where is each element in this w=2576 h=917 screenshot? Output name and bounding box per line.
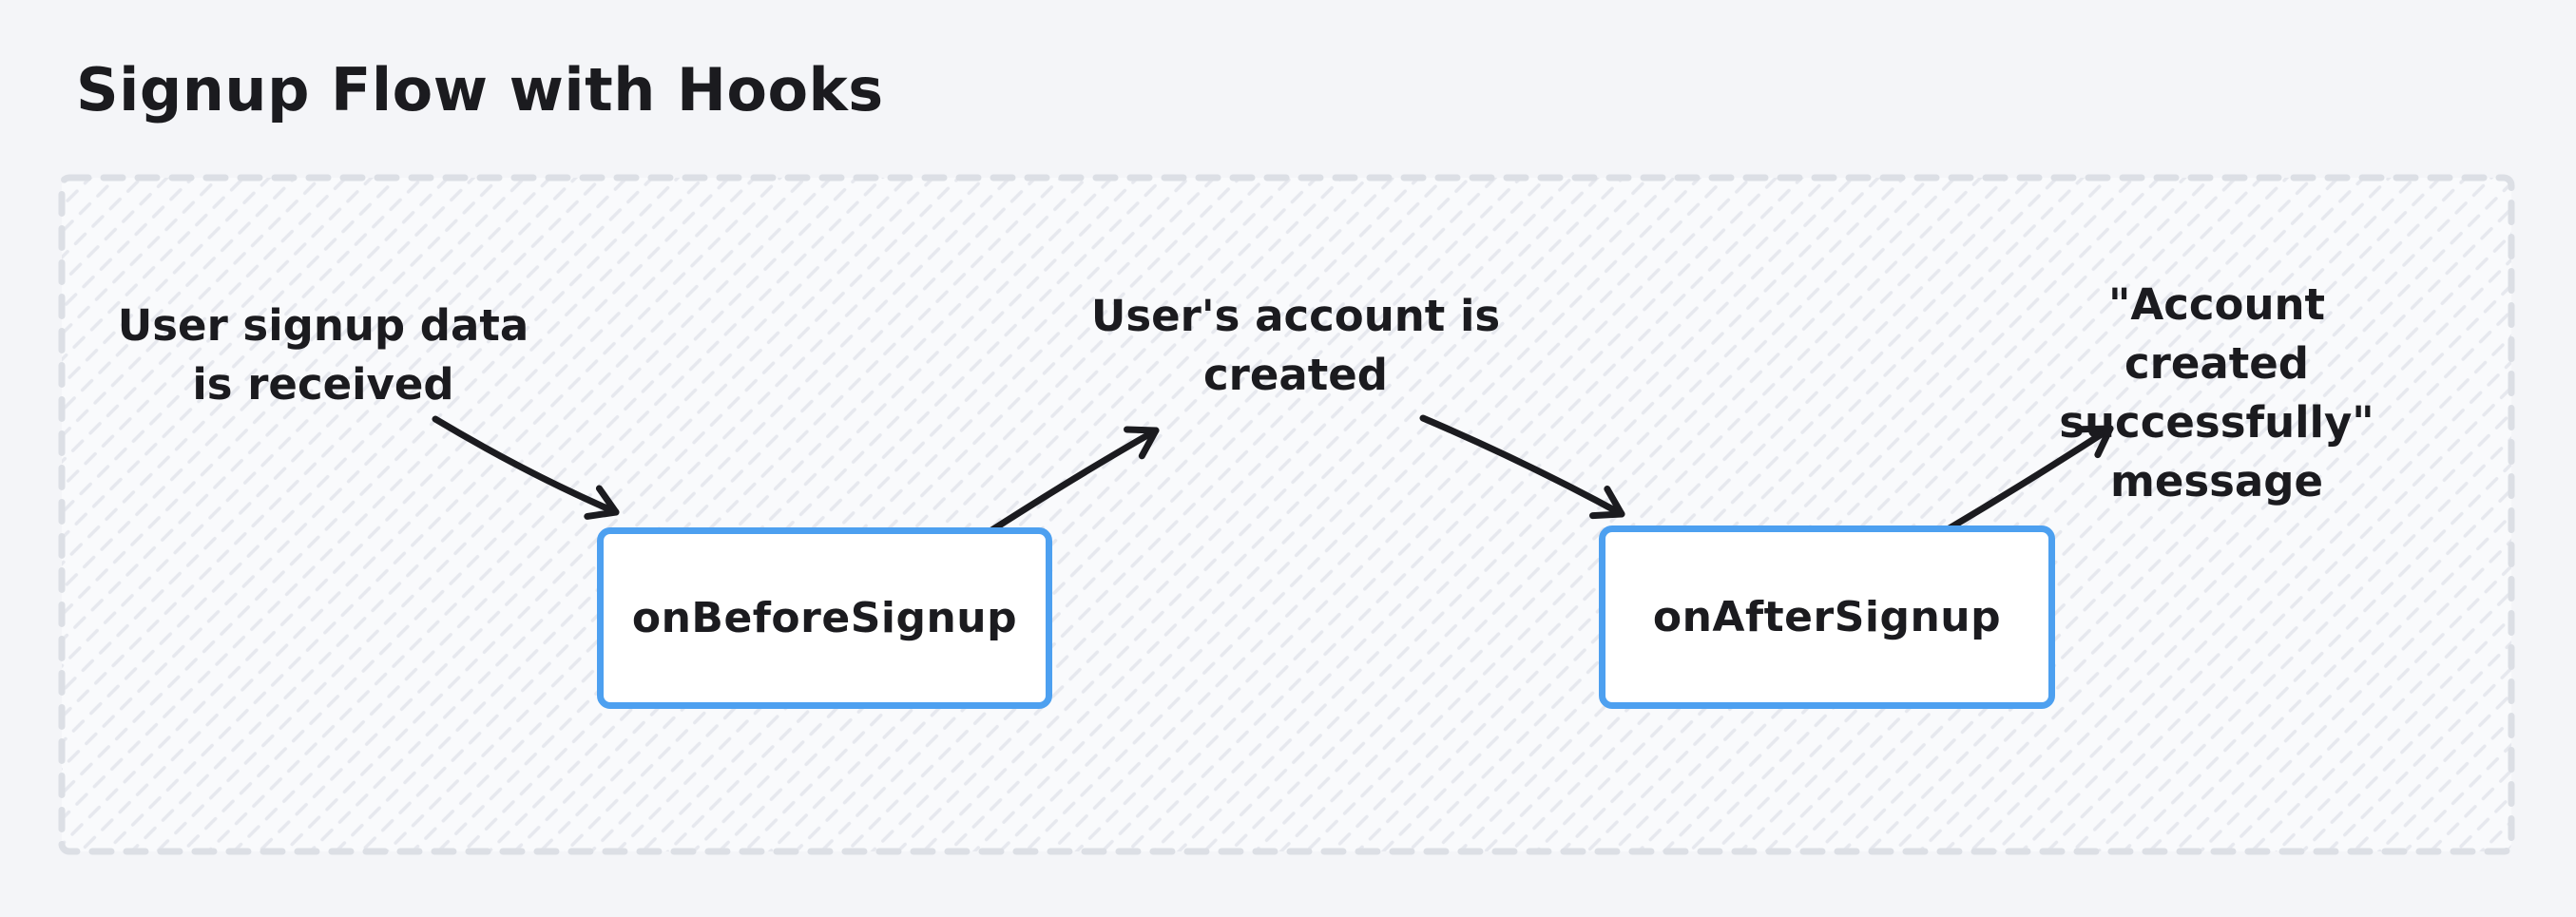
arrows: [432, 414, 2114, 540]
flow-boundary-dashed-border: [58, 174, 2515, 855]
annotation-user-signup-data: User signup data is received: [117, 300, 529, 410]
annotation-account-created: User's account is created: [1090, 291, 1501, 400]
arrow-onaftersignup-to-success-message: [1939, 425, 2114, 536]
annotation-success-message: "Account created successfully" message: [2059, 279, 2374, 506]
node-onaftersignup: onAfterSignup: [1599, 525, 2055, 709]
arrow-onbeforesignup-to-account-created: [979, 426, 1160, 540]
arrow-signup-data-to-onbeforesignup: [432, 415, 620, 520]
arrow-account-created-to-onaftersignup: [1419, 414, 1625, 520]
diagram-title: Signup Flow with Hooks: [76, 55, 884, 124]
node-onbeforesignup: onBeforeSignup: [597, 527, 1052, 709]
